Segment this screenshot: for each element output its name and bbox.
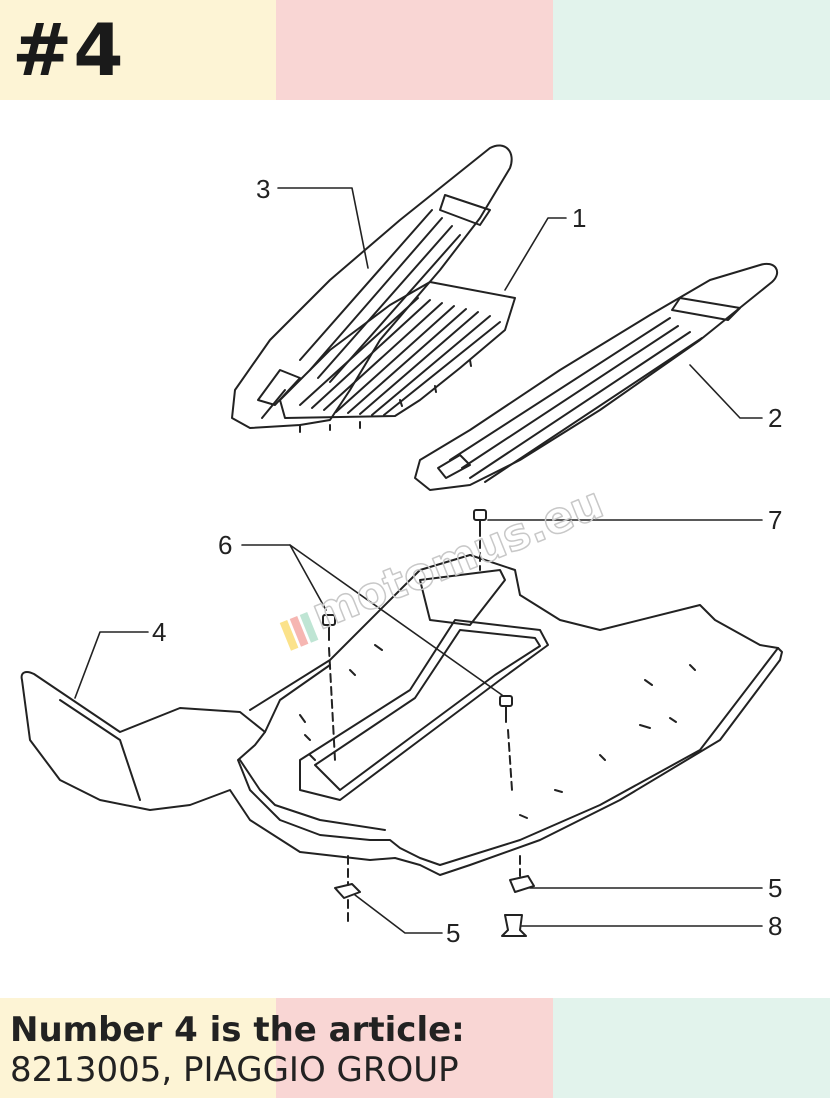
part-2-right-strip — [414, 262, 778, 491]
part-1-mat-insert — [279, 281, 516, 433]
header-band: #4 — [0, 0, 830, 100]
item-number: #4 — [12, 8, 125, 92]
watermark: motomus.eu — [279, 477, 611, 651]
leader-lines — [74, 187, 763, 934]
part-8-grommet — [501, 914, 527, 937]
callout-2: 2 — [768, 403, 782, 433]
callout-3: 3 — [256, 174, 270, 204]
callout-5-right: 5 — [768, 873, 782, 903]
callout-labels: 3 1 2 4 6 7 5 5 8 — [152, 174, 782, 948]
band-green — [553, 0, 830, 100]
exploded-parts-diagram: motomus.eu 3 1 2 4 6 7 5 5 8 — [20, 144, 783, 948]
part-4-floor-panel — [20, 554, 783, 876]
caption-article-label: Number 4 is the article: — [10, 1010, 465, 1050]
callout-4: 4 — [152, 617, 166, 647]
part-7-screw — [473, 509, 487, 571]
callout-5-left: 5 — [446, 918, 460, 948]
part-5-clips — [334, 855, 535, 927]
band-pink — [276, 998, 553, 1098]
part-6-screws — [322, 614, 513, 791]
callout-8: 8 — [768, 911, 782, 941]
callout-1: 1 — [572, 203, 586, 233]
watermark-text: motomus.eu — [305, 477, 610, 640]
callout-6: 6 — [218, 530, 232, 560]
footer-band — [0, 998, 830, 1098]
band-yellow — [0, 998, 276, 1098]
part-3-left-mat — [231, 144, 513, 429]
band-yellow — [0, 0, 276, 100]
caption-article-number: 8213005, PIAGGIO GROUP — [10, 1050, 459, 1090]
band-green — [553, 998, 830, 1098]
callout-7: 7 — [768, 505, 782, 535]
band-pink — [276, 0, 553, 100]
